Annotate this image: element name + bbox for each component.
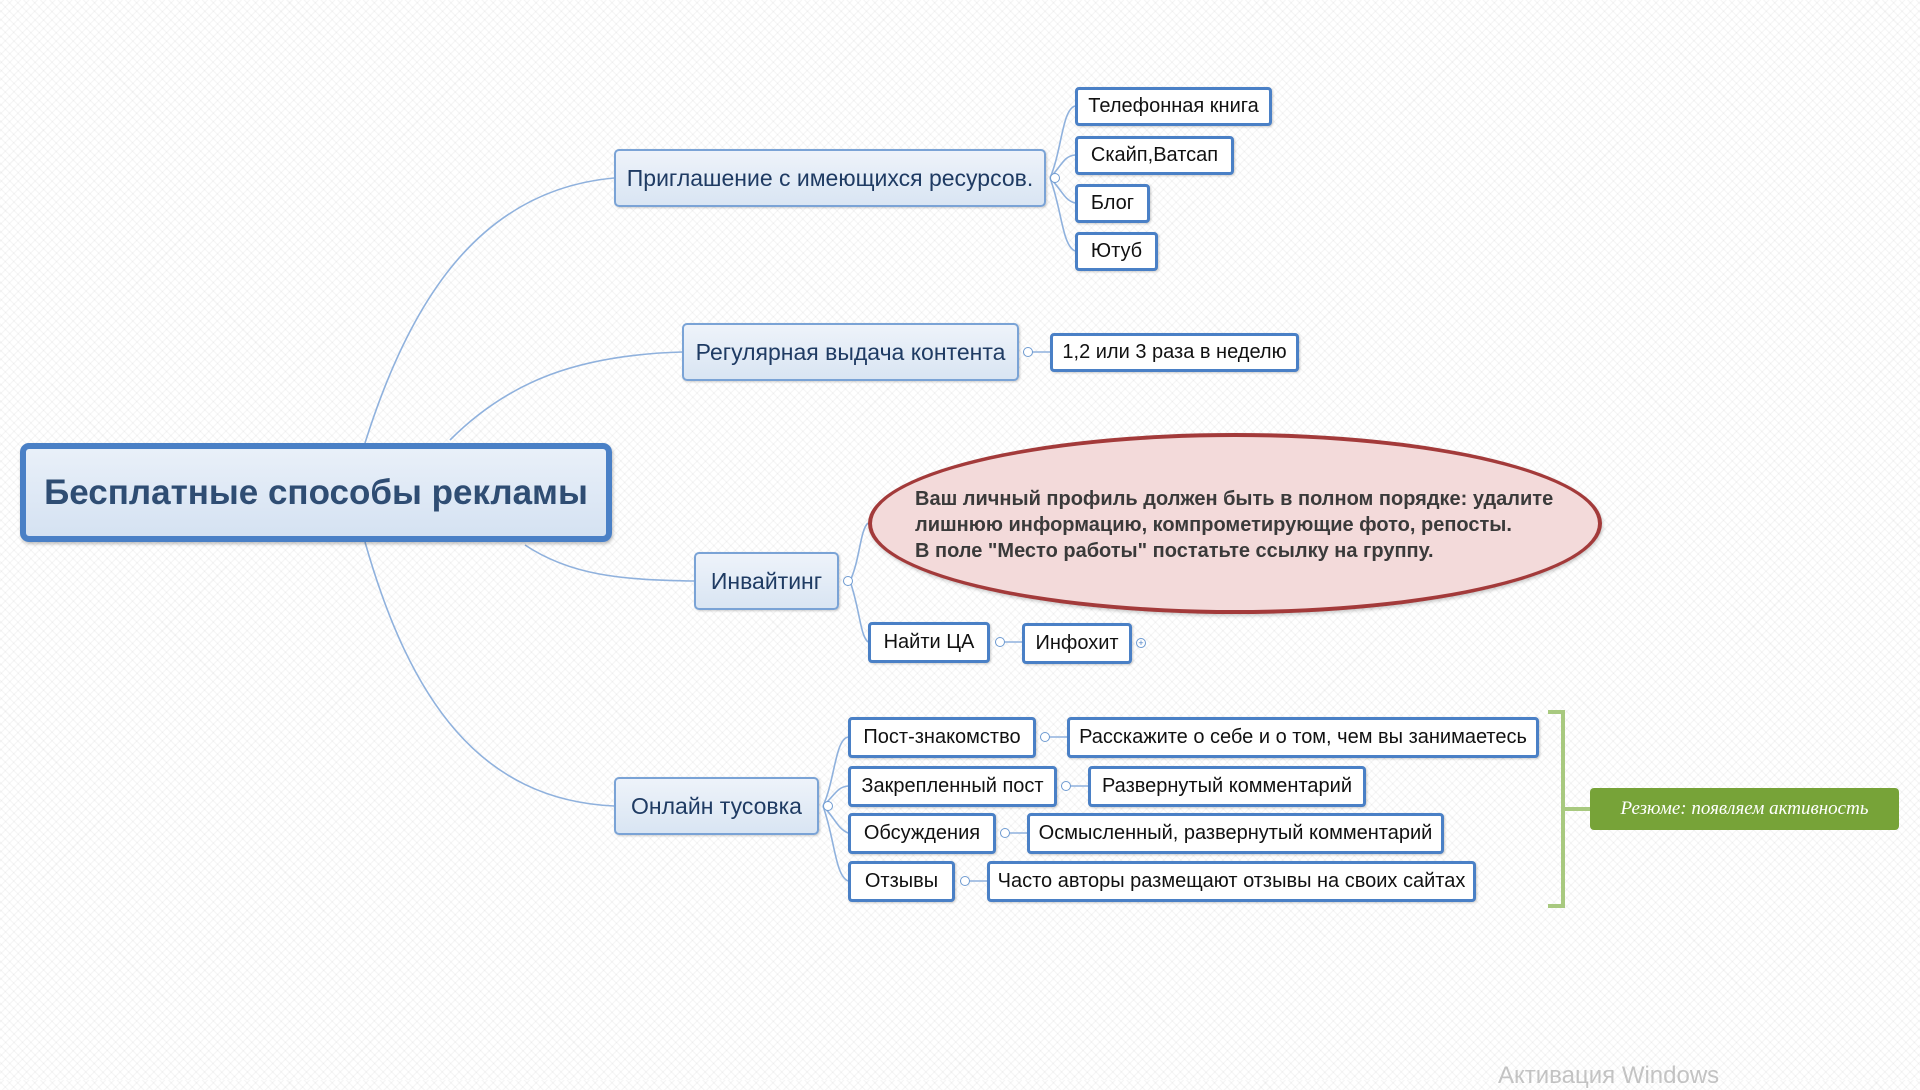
sub-intro-post[interactable]: Пост-знакомство xyxy=(848,717,1036,758)
collapse-icon[interactable] xyxy=(1040,732,1050,742)
callout-profile-note[interactable] xyxy=(868,433,1602,614)
expand-icon[interactable]: + xyxy=(1136,638,1146,648)
leaf-phonebook[interactable]: Телефонная книга xyxy=(1075,87,1272,126)
branch-inviting[interactable]: Инвайтинг xyxy=(694,552,839,610)
branch-online-party[interactable]: Онлайн тусовка xyxy=(614,777,819,835)
callout-text: Ваш личный профиль должен быть в полном … xyxy=(915,486,1575,564)
link-online-children xyxy=(822,736,849,882)
callout-line: В поле "Место работы" постатьте ссылку н… xyxy=(915,540,1434,562)
leaf-reviews-tip[interactable]: Часто авторы размещают отзывы на своих с… xyxy=(987,861,1476,902)
link-invitation-children xyxy=(1049,105,1076,252)
link-inviting-children xyxy=(849,522,869,643)
sub-discussions[interactable]: Обсуждения xyxy=(848,813,996,854)
leaf-skype-whatsapp[interactable]: Скайп,Ватсап xyxy=(1075,136,1234,175)
leaf-blog[interactable]: Блог xyxy=(1075,184,1150,223)
leaf-find-audience[interactable]: Найти ЦА xyxy=(868,622,990,663)
collapse-icon[interactable] xyxy=(1061,781,1071,791)
branch-invitation[interactable]: Приглашение с имеющихся ресурсов. xyxy=(614,149,1046,207)
leaf-infohit[interactable]: Инфохит xyxy=(1022,623,1132,664)
leaf-youtube[interactable]: Ютуб xyxy=(1075,232,1158,271)
collapse-icon[interactable] xyxy=(995,637,1005,647)
collapse-icon[interactable] xyxy=(1000,828,1010,838)
collapse-icon[interactable] xyxy=(1023,347,1033,357)
sub-reviews[interactable]: Отзывы xyxy=(848,861,955,902)
leaf-discussions-tip[interactable]: Осмысленный, развернутый комментарий xyxy=(1027,813,1444,854)
link-root-inviting xyxy=(524,544,695,582)
windows-activation-watermark: Активация Windows xyxy=(1498,1062,1720,1089)
leaf-pinned-tip[interactable]: Развернутый комментарий xyxy=(1088,766,1366,807)
leaf-intro-tip[interactable]: Расскажите о себе и о том, чем вы занима… xyxy=(1067,717,1539,758)
callout-line: Ваш личный профиль должен быть в полном … xyxy=(915,488,1554,510)
collapse-icon[interactable] xyxy=(843,576,853,586)
sub-pinned-post[interactable]: Закрепленный пост xyxy=(848,766,1057,807)
branch-content[interactable]: Регулярная выдача контента xyxy=(682,323,1019,381)
link-root-content xyxy=(449,351,683,441)
link-root-online xyxy=(364,541,615,807)
collapse-icon[interactable] xyxy=(1050,173,1060,183)
summary-label[interactable]: Резюме: появляем активность xyxy=(1590,788,1899,830)
summary-bracket xyxy=(1548,710,1590,908)
callout-line: лишнюю информацию, компрометирующие фото… xyxy=(915,514,1512,536)
link-root-invitation xyxy=(364,177,615,444)
collapse-icon[interactable] xyxy=(823,801,833,811)
root-topic[interactable]: Бесплатные способы рекламы xyxy=(20,443,612,542)
leaf-frequency[interactable]: 1,2 или 3 раза в неделю xyxy=(1050,333,1299,372)
collapse-icon[interactable] xyxy=(960,876,970,886)
